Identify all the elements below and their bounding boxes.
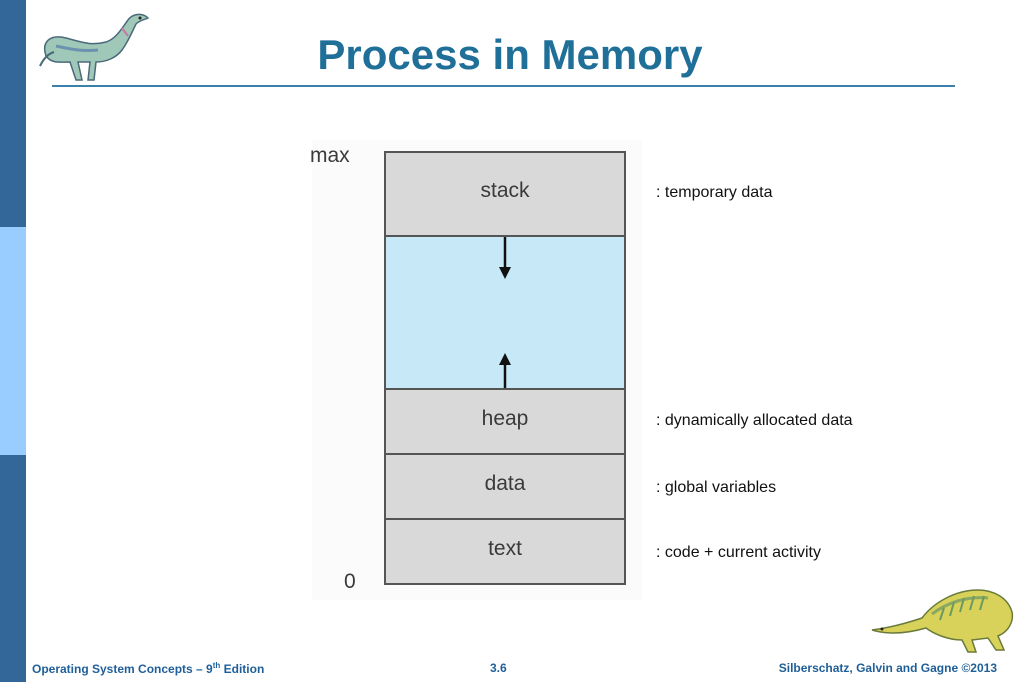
segment-stack-label: stack: [480, 179, 530, 202]
growth-arrows: [499, 237, 511, 388]
segment-data-label: data: [484, 471, 526, 495]
sidebar-band-top: [0, 0, 26, 227]
segment-text-label: text: [488, 536, 522, 560]
segment-text: text: [384, 518, 626, 585]
segment-data: data: [384, 453, 626, 520]
text-description: : code + current activity: [656, 544, 821, 561]
footer-book-title: Operating System Concepts – 9th Edition: [32, 661, 264, 676]
heap-growth-arrow-up-icon: [499, 353, 511, 388]
segment-stack: stack: [384, 151, 626, 237]
process-memory-diagram: max 0 stack heap data text: [300, 140, 642, 600]
dinosaur-logo-top: [39, 13, 150, 81]
heap-description: : dynamically allocated data: [656, 412, 853, 429]
segment-heap-label: heap: [481, 406, 529, 430]
footer-copyright: Silberschatz, Galvin and Gagne ©2013: [778, 661, 997, 675]
footer-slide-number: 3.6: [490, 661, 507, 675]
data-description: : global variables: [656, 479, 777, 496]
stack-growth-arrow-down-icon: [499, 237, 511, 279]
axis-label-max: max: [310, 144, 350, 167]
footer-book-title-prefix: Operating System Concepts – 9: [32, 662, 213, 676]
footer-book-title-suffix: Edition: [220, 662, 265, 676]
segment-heap: heap: [384, 388, 626, 455]
footer-book-title-sup: th: [212, 661, 221, 670]
dinosaur-logo-bottom: [871, 589, 1014, 653]
axis-label-zero: 0: [344, 570, 356, 593]
title-divider: [52, 85, 955, 87]
slide-title: Process in Memory: [317, 31, 703, 78]
sidebar-band-middle: [0, 227, 26, 455]
stack-description: : temporary data: [656, 184, 773, 201]
sidebar-band-bottom: [0, 455, 26, 682]
